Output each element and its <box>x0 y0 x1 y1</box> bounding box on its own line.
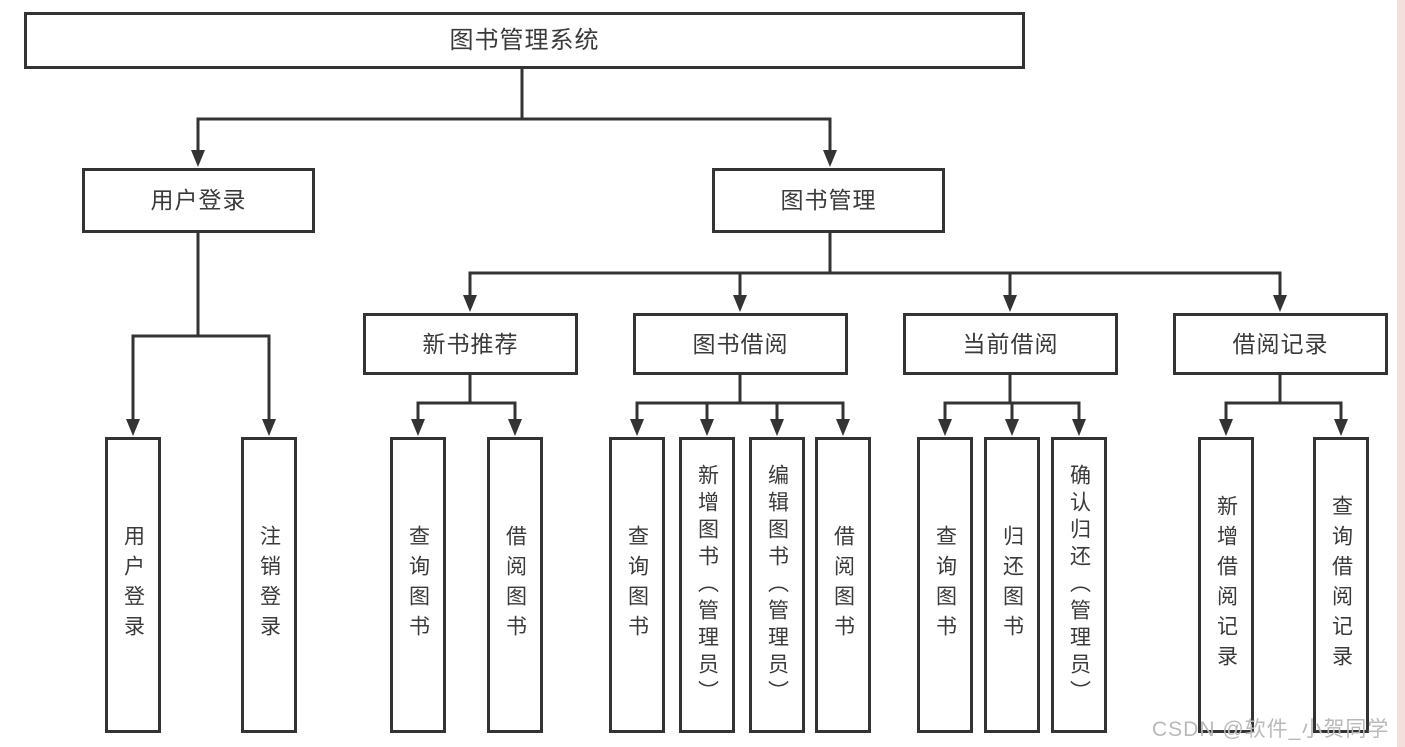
leaf-user-login: 用户登录 <box>105 437 161 733</box>
leaf-record-add: 新增借阅记录 <box>1198 437 1254 733</box>
leaf-recommend-query-book: 查询图书 <box>390 437 446 733</box>
leaf-borrow-query-book: 查询图书 <box>609 437 665 733</box>
node-user-login: 用户登录 <box>82 168 315 233</box>
leaf-current-query-book: 查询图书 <box>917 437 973 733</box>
leaf-logout: 注销登录 <box>241 437 297 733</box>
csdn-watermark: CSDN @软件_小贺同学 <box>1152 718 1390 741</box>
node-borrow-records: 借阅记录 <box>1173 313 1388 375</box>
leaf-recommend-borrow-book: 借阅图书 <box>487 437 543 733</box>
node-book-management: 图书管理 <box>712 168 945 233</box>
node-current-borrow: 当前借阅 <box>903 313 1118 375</box>
node-book-borrow: 图书借阅 <box>633 313 848 375</box>
leaf-borrow-add-book-admin: 新增图书（管理员） <box>679 437 735 733</box>
node-root-system: 图书管理系统 <box>24 12 1025 69</box>
leaf-current-confirm-return-admin: 确认归还（管理员） <box>1051 437 1107 733</box>
right-edge-strip <box>1397 0 1405 747</box>
leaf-borrow-borrow-book: 借阅图书 <box>815 437 871 733</box>
node-new-book-recommend: 新书推荐 <box>363 313 578 375</box>
leaf-record-query: 查询借阅记录 <box>1313 437 1369 733</box>
leaf-current-return-book: 归还图书 <box>984 437 1040 733</box>
leaf-borrow-edit-book-admin: 编辑图书（管理员） <box>749 437 805 733</box>
